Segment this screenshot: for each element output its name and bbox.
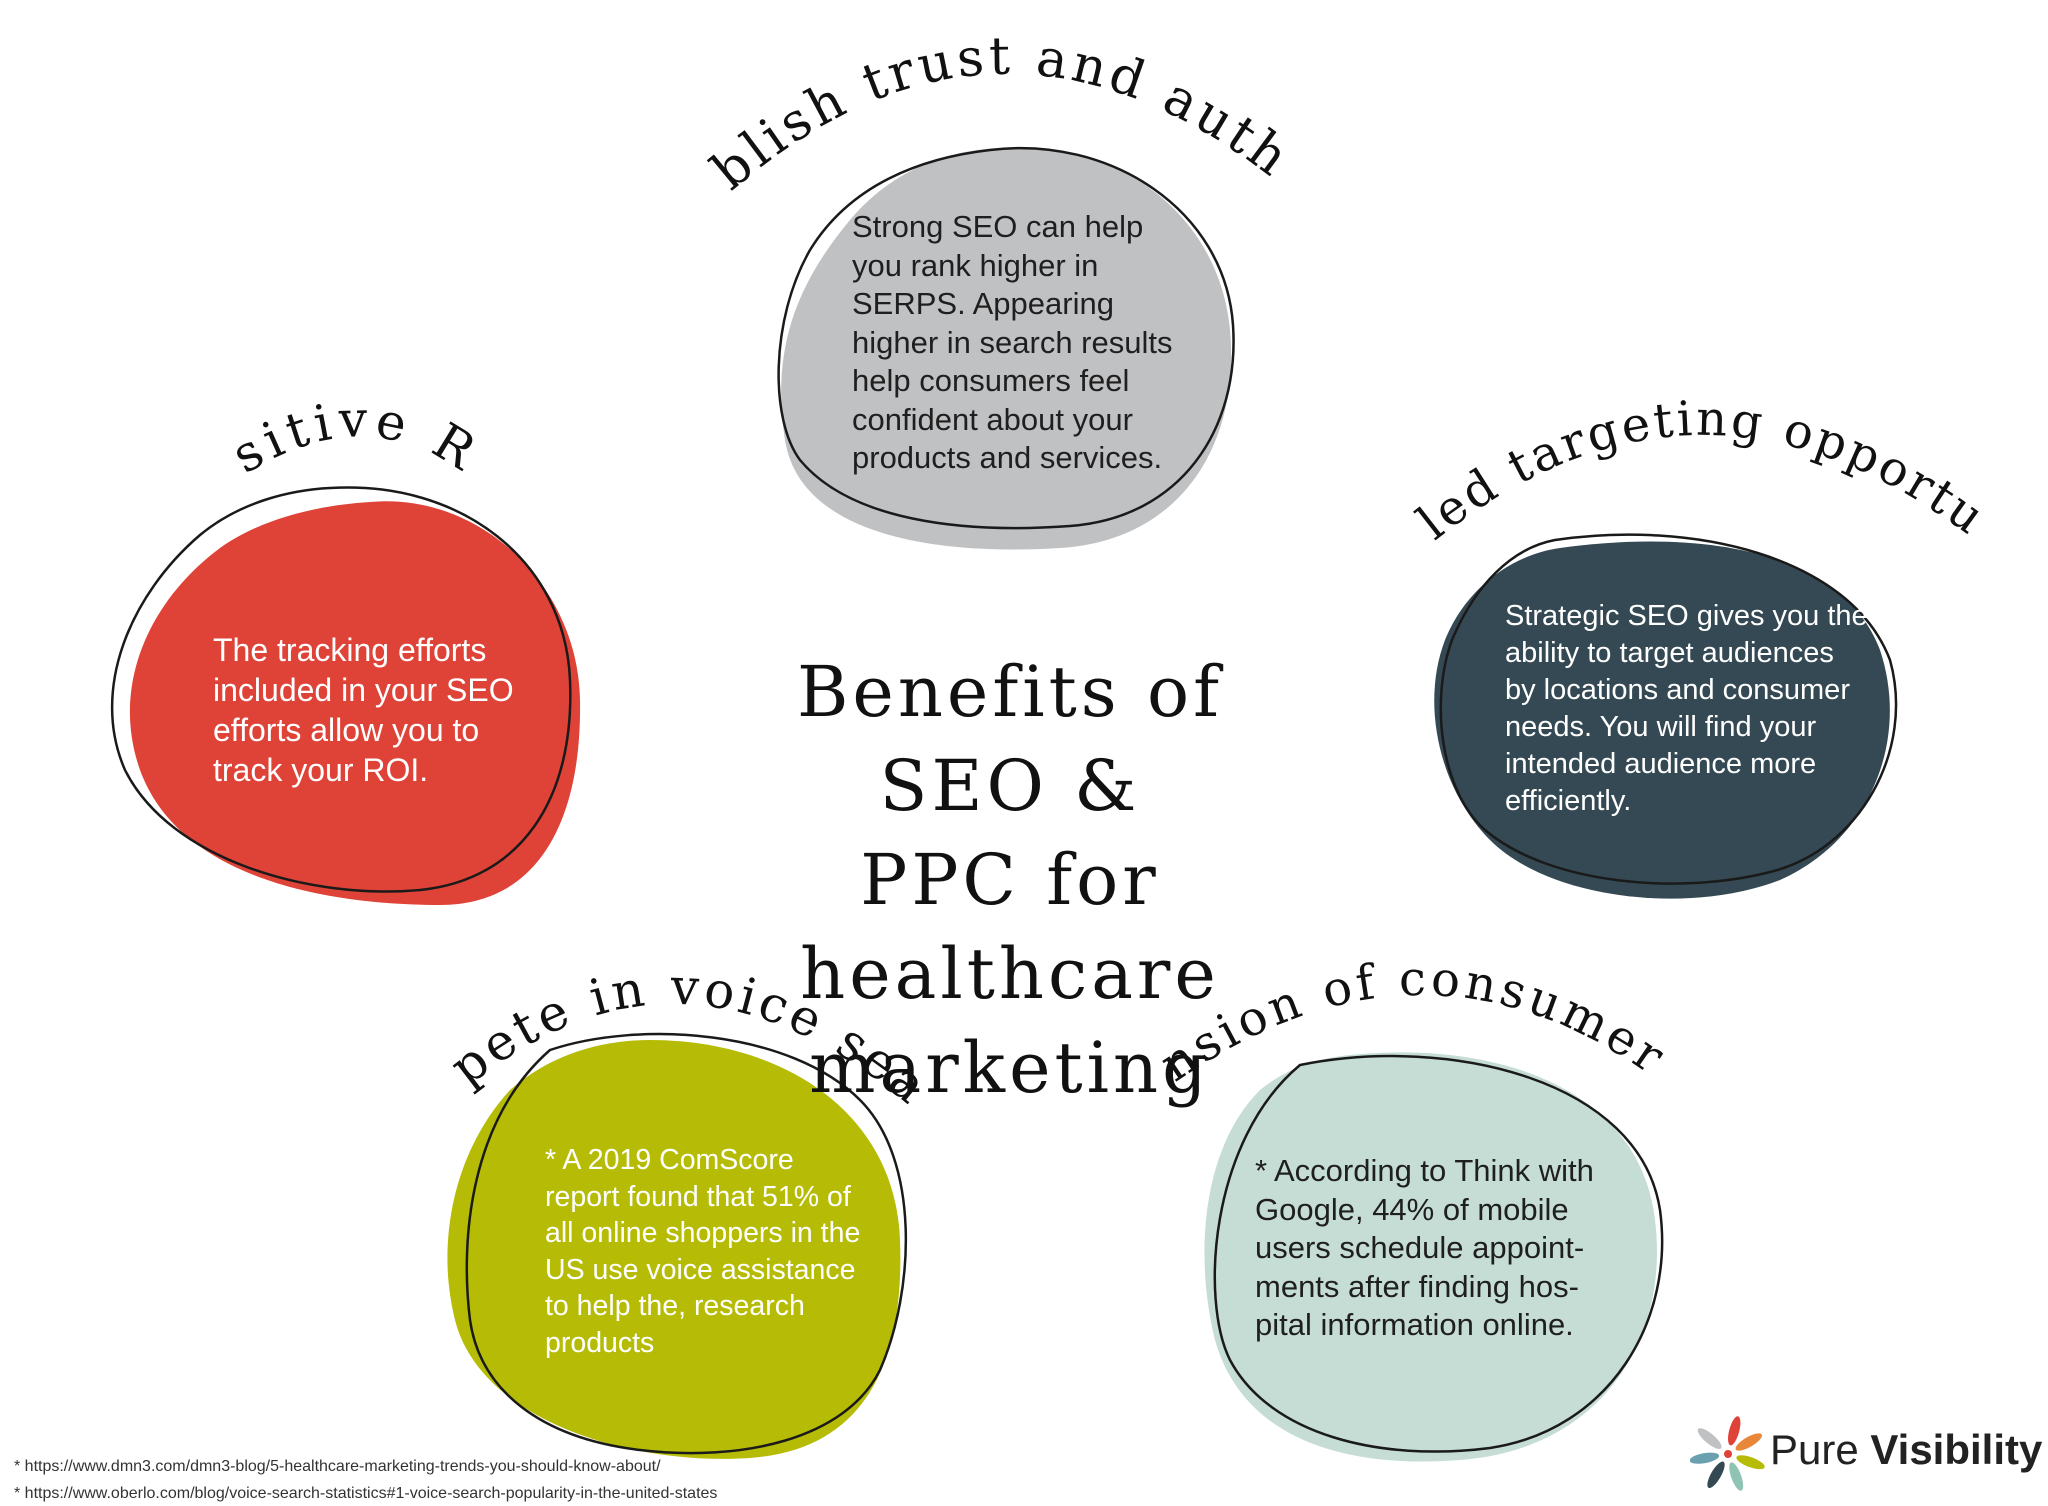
blob-targeting-fill: [1434, 541, 1890, 899]
blob-expansion-fill: [1204, 1052, 1657, 1462]
blob-voice-outline: [465, 1032, 908, 1455]
pinwheel-icon: [1690, 1416, 1765, 1491]
blob-roi-body: The tracking efforts included in your SE…: [213, 632, 514, 788]
blob-trust-body: Strong SEO can help you rank higher in S…: [852, 209, 1173, 475]
blob-trust-outline: [777, 146, 1235, 530]
pure-visibility-logo: Pure Visibility: [1690, 1412, 2042, 1496]
blob-targeting-body: Strategic SEO gives you the ability to t…: [1505, 600, 1868, 817]
blob-roi-outline: [110, 486, 572, 893]
logo-name-bold: Visibility: [1870, 1426, 2043, 1473]
blob-expansion-outline: [1213, 1054, 1664, 1453]
logo-wordmark: Pure Visibility: [1770, 1426, 2042, 1474]
blob-targeting-outline: [1439, 533, 1898, 885]
blob-voice-fill: [447, 1040, 901, 1459]
footnote-2[interactable]: * https://www.oberlo.com/blog/voice-sear…: [14, 1485, 718, 1502]
main-title: Benefits of SEO & PPC for healthcare mar…: [796, 651, 1224, 1109]
blob-trust-fill: [781, 147, 1232, 550]
blob-roi-fill: [129, 501, 581, 905]
blob-voice-body: * A 2019 ComScore report found that 51% …: [545, 1144, 861, 1359]
footnote-1[interactable]: * https://www.dmn3.com/dmn3-blog/5-healt…: [14, 1458, 661, 1475]
blob-expansion-body: * According to Think with Google, 44% of…: [1255, 1153, 1594, 1342]
logo-name-regular: Pure: [1770, 1426, 1871, 1473]
heading-roi: Positive ROI: [0, 0, 490, 485]
